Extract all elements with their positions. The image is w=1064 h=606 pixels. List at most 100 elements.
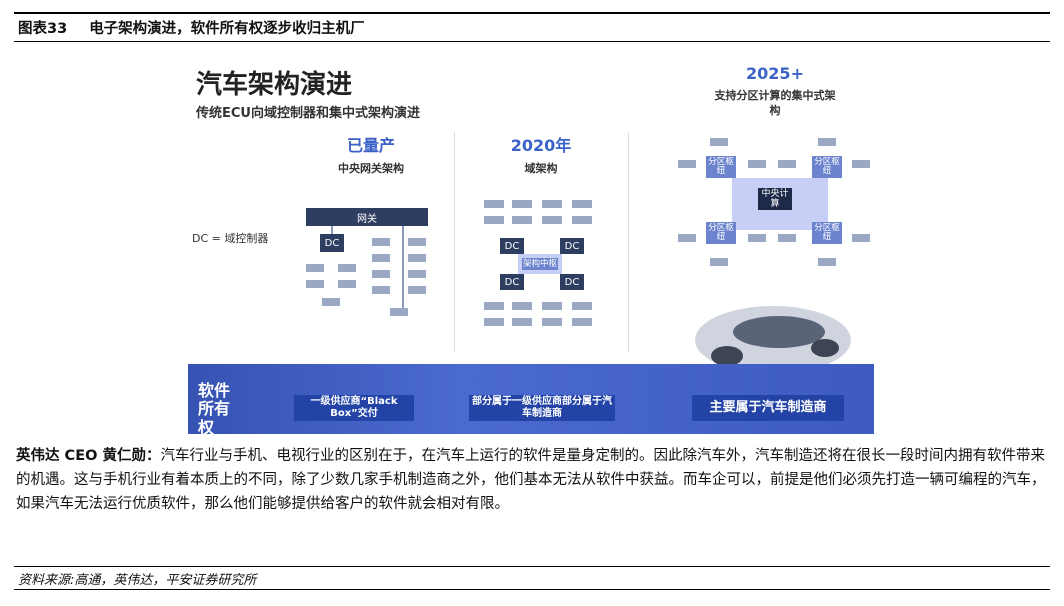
zone-hub-label: 分区枢纽 [814, 157, 840, 176]
ecu-box [484, 216, 504, 224]
ecu-box [408, 270, 426, 278]
column-subtitle: 中央网关架构 [338, 162, 404, 175]
quote-speaker: 英伟达 CEO 黄仁勋： [16, 448, 161, 464]
ecu-box [678, 160, 696, 168]
ecu-box [748, 160, 766, 168]
central-compute-label: 中央计算 [761, 188, 789, 209]
dc-box: DC [560, 238, 584, 254]
ecu-box [512, 302, 532, 310]
column-divider [628, 132, 629, 352]
column-title: 2020年 [510, 136, 572, 155]
software-ownership-band: 软件所有权 一级供应商“Black Box”交付 部分属于一级供应商部分属于汽车… [188, 364, 874, 437]
ecu-box [372, 286, 390, 294]
zone-hub-box: 分区枢纽 [706, 222, 736, 244]
source-text: 资料来源:高通，英伟达，平安证券研究所 [18, 572, 257, 588]
ecu-box [390, 308, 408, 316]
zone-hub-box: 分区枢纽 [706, 156, 736, 178]
dc-label: DC [324, 237, 340, 249]
car-illustration [695, 306, 851, 374]
ownership-pill-1: 一级供应商“Black Box”交付 [294, 395, 414, 421]
central-compute-box: 中央计算 [758, 188, 792, 210]
connector [402, 226, 404, 314]
ownership-pill-3: 主要属于汽车制造商 [692, 395, 844, 421]
ecu-box [748, 234, 766, 242]
zone-hub-label: 分区枢纽 [708, 157, 734, 176]
ecu-box [818, 138, 836, 146]
dc-label: DC [564, 240, 580, 252]
ecu-box [484, 302, 504, 310]
ecu-box [338, 264, 356, 272]
ecu-box [542, 302, 562, 310]
ecu-box [710, 258, 728, 266]
column-heading-current: 已量产 中央网关架构 [316, 132, 426, 176]
car-wheel [811, 339, 839, 357]
ecu-box [572, 318, 592, 326]
zone-hub-label: 分区枢纽 [814, 223, 840, 242]
ecu-box [572, 200, 592, 208]
source-note: 资料来源:高通，英伟达，平安证券研究所 [14, 566, 1050, 590]
zone-hub-box: 分区枢纽 [812, 222, 842, 244]
ownership-text: 一级供应商“Black Box”交付 [310, 396, 398, 419]
car-wheel [711, 346, 743, 366]
ecu-box [542, 318, 562, 326]
ownership-text: 主要属于汽车制造商 [709, 400, 827, 416]
band-label: 软件所有权 [198, 381, 231, 437]
column-divider [454, 132, 455, 352]
ecu-box [572, 302, 592, 310]
ecu-box [338, 280, 356, 288]
ecu-box [778, 234, 796, 242]
ecu-box [572, 216, 592, 224]
quote-text: 汽车行业与手机、电视行业的区别在于，在汽车上运行的软件是量身定制的。因此除汽车外… [16, 448, 1046, 512]
figure-number: 图表33 [18, 21, 68, 37]
dc-label: DC [564, 276, 580, 288]
figure-heading: 汽车架构演进 [196, 70, 353, 100]
ecu-box [372, 270, 390, 278]
column-heading-2025: 2025+ 支持分区计算的集中式架构 [710, 64, 840, 119]
zone-hub-label: 分区枢纽 [708, 223, 734, 242]
figure-caption: 图表33 电子架构演进，软件所有权逐步收归主机厂 [14, 12, 1050, 42]
figure-title: 电子架构演进，软件所有权逐步收归主机厂 [89, 21, 365, 37]
column-heading-2020: 2020年 域架构 [486, 132, 596, 176]
ecu-box [512, 200, 532, 208]
column-subtitle: 域架构 [524, 162, 558, 175]
car-cabin [733, 316, 825, 348]
dc-box: DC [500, 238, 524, 254]
ecu-box [512, 318, 532, 326]
dc-box: DC [320, 234, 344, 252]
ecu-box [852, 160, 870, 168]
ecu-box [306, 264, 324, 272]
quote-paragraph: 英伟达 CEO 黄仁勋：汽车行业与手机、电视行业的区别在于，在汽车上运行的软件是… [16, 444, 1050, 516]
ecu-box [408, 254, 426, 262]
ecu-box [710, 138, 728, 146]
ecu-box [322, 298, 340, 306]
dc-box: DC [500, 274, 524, 290]
gateway-label: 网关 [357, 213, 377, 225]
column-subtitle: 支持分区计算的集中式架构 [714, 89, 836, 117]
dc-label: DC [504, 240, 520, 252]
architecture-figure: 汽车架构演进 传统ECU向域控制器和集中式架构演进 已量产 中央网关架构 202… [188, 52, 874, 437]
ecu-box [818, 258, 836, 266]
dc-definition: DC = 域控制器 [192, 232, 269, 245]
ecu-box [484, 200, 504, 208]
ecu-box [852, 234, 870, 242]
gateway-box: 网关 [306, 208, 428, 226]
ecu-box [408, 238, 426, 246]
ecu-box [778, 160, 796, 168]
column-title: 已量产 [346, 136, 395, 155]
zone-hub-box: 分区枢纽 [812, 156, 842, 178]
ecu-box [512, 216, 532, 224]
ecu-box [372, 254, 390, 262]
column-title: 2025+ [746, 64, 804, 83]
dc-label: DC [504, 276, 520, 288]
figure-subheading: 传统ECU向域控制器和集中式架构演进 [196, 106, 420, 121]
domain-hub-box: 架构中枢 [522, 258, 558, 270]
ecu-box [408, 286, 426, 294]
ecu-box [678, 234, 696, 242]
ecu-box [542, 216, 562, 224]
ecu-box [484, 318, 504, 326]
domain-hub-label: 架构中枢 [522, 258, 557, 269]
ecu-box [542, 200, 562, 208]
connector [331, 226, 333, 234]
ownership-text: 部分属于一级供应商部分属于汽车制造商 [472, 396, 612, 419]
ownership-pill-2: 部分属于一级供应商部分属于汽车制造商 [469, 395, 615, 421]
